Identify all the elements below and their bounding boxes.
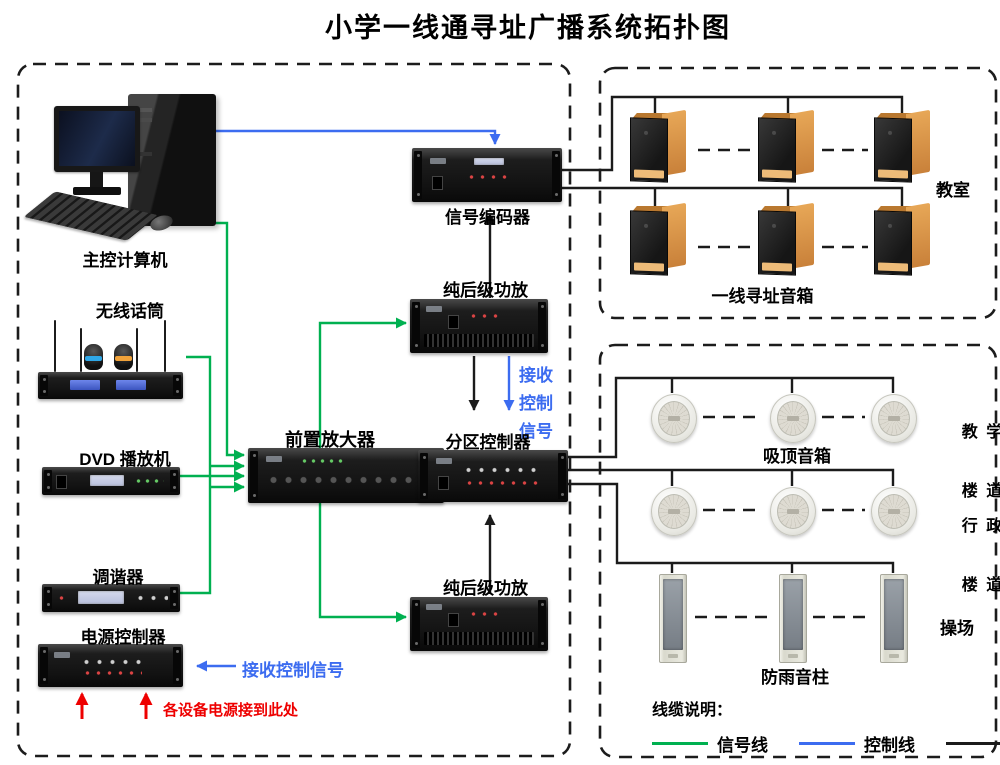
column-speaker — [659, 574, 687, 663]
legend-control-label: 控制线 — [864, 736, 915, 755]
encoder-label: 信号编码器 — [445, 208, 530, 227]
amp-lower-label: 纯后级功放 — [443, 579, 528, 598]
classroom-speaker-label: 一线寻址音箱 — [711, 287, 814, 306]
classroom-area-label: 教室 — [936, 181, 970, 200]
amp-upper-label: 纯后级功放 — [443, 281, 528, 300]
ceiling-speaker — [871, 394, 917, 443]
power-controller-label: 电源控制器 — [80, 628, 166, 647]
ceiling-speaker — [770, 394, 816, 443]
classroom-speaker — [630, 109, 686, 183]
classroom-frame — [598, 66, 998, 320]
playground-label: 操场 — [940, 619, 974, 638]
ceiling-speaker — [651, 394, 697, 443]
classroom-speaker — [758, 202, 814, 276]
mic-handheld-orange — [114, 344, 133, 370]
encoder-device — [412, 148, 562, 202]
ceiling-speaker — [871, 487, 917, 536]
computer-image — [23, 88, 230, 241]
ceiling-speaker — [651, 487, 697, 536]
power-note: 各设备电源接到此处 — [163, 702, 299, 719]
wireless-mic-device — [38, 318, 183, 400]
legend-title: 线缆说明： — [652, 702, 733, 719]
classroom-speaker — [758, 109, 814, 183]
dvd-label: DVD 播放机 — [79, 450, 171, 469]
ceiling-speaker — [770, 487, 816, 536]
corridor-frame — [598, 343, 998, 759]
computer-tower — [128, 94, 216, 226]
tuner-device — [42, 584, 180, 612]
power-controller-device — [38, 644, 183, 687]
column-speaker-label: 防雨音柱 — [761, 668, 829, 687]
preamp-device — [248, 448, 444, 503]
admin-corridor-label: 行 政 楼 道 — [961, 517, 1000, 594]
legend: 信号线 控制线 护套线 — [652, 731, 1000, 756]
legend-control-line — [799, 742, 855, 745]
preamp-label: 前置放大器 — [285, 430, 375, 450]
page-title: 小学一线通寻址广播系统拓扑图 — [325, 13, 731, 43]
wireless-mic-label: 无线话筒 — [96, 302, 164, 321]
mic-handheld-blue — [84, 344, 103, 370]
receive-control-note-vertical: 接收 控制 信号 — [519, 366, 553, 442]
classroom-speaker — [874, 202, 930, 276]
legend-signal-label: 信号线 — [717, 736, 768, 755]
dvd-device — [42, 467, 180, 495]
amp-lower-device — [410, 597, 548, 651]
column-speaker — [880, 574, 908, 663]
amp-upper-device — [410, 299, 548, 353]
zone-controller-device — [418, 450, 568, 502]
zone-controller-label: 分区控制器 — [445, 433, 531, 452]
legend-signal-line — [652, 742, 708, 745]
classroom-speaker — [874, 109, 930, 183]
column-speaker — [779, 574, 807, 663]
tuner-label: 调谐器 — [92, 568, 144, 587]
computer-monitor — [54, 106, 140, 172]
teaching-corridor-label: 教 学 楼 道 — [961, 423, 1000, 500]
classroom-speaker — [630, 202, 686, 276]
legend-sheath-line — [946, 742, 1000, 745]
computer-label: 主控计算机 — [82, 251, 168, 270]
receive-control-note-power: 接收控制信号 — [242, 661, 344, 680]
ceiling-speaker-label: 吸顶音箱 — [763, 447, 831, 466]
